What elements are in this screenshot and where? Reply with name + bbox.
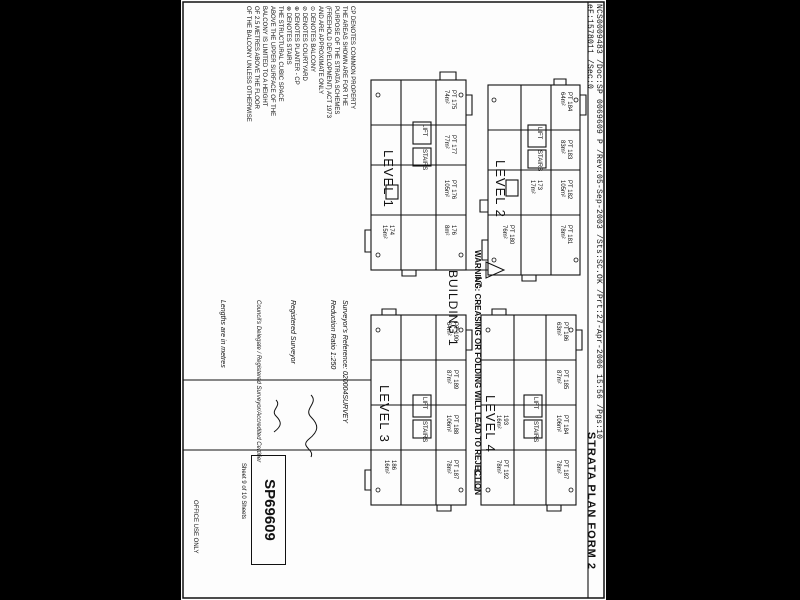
level-1-label: LEVEL 1 (381, 150, 396, 208)
stairs-label: STAIRS (532, 421, 538, 443)
lengths-in-metres: Lengths are in metres (219, 300, 226, 368)
lift-label: LIFT (536, 127, 542, 140)
scanned-plan-sheet: NCS0009483 /Doc:SP 0069609 P /Rev:05-Sep… (181, 0, 606, 600)
floor-plan-linework (182, 1, 605, 599)
surveyor-reference: Surveyor's Reference: 020004SURVEY (341, 300, 348, 423)
plan-drawing: NCS0009483 /Doc:SP 0069609 P /Rev:05-Sep… (181, 0, 606, 600)
direction-arrow-label: 1/7 (474, 276, 483, 288)
stairs-label: STAIRS (421, 421, 427, 443)
lift-label: LIFT (532, 397, 538, 410)
stairs-label: STAIRS (421, 149, 427, 171)
level-2-label: LEVEL 2 (493, 160, 508, 218)
reduction-ratio: Reduction Ratio 1:250 (329, 300, 336, 370)
lift-label: LIFT (421, 397, 427, 410)
stairs-label: STAIRS (536, 150, 542, 172)
registered-surveyor-line: Registered Surveyor (289, 300, 296, 364)
plan-notes: CP DENOTES COMMON PROPERTY THE AREAS SHO… (245, 6, 355, 122)
council-delegate-line: Council's Delegate / Registered Surveyor… (255, 300, 261, 463)
office-use-only: OFFICE USE ONLY (192, 500, 198, 554)
lift-label: LIFT (421, 124, 427, 137)
sheet-number: Sheet 9 of 10 Sheets (240, 463, 246, 520)
level-3-label: LEVEL 3 (377, 385, 392, 443)
strata-plan-number: SP69609 (251, 455, 286, 565)
